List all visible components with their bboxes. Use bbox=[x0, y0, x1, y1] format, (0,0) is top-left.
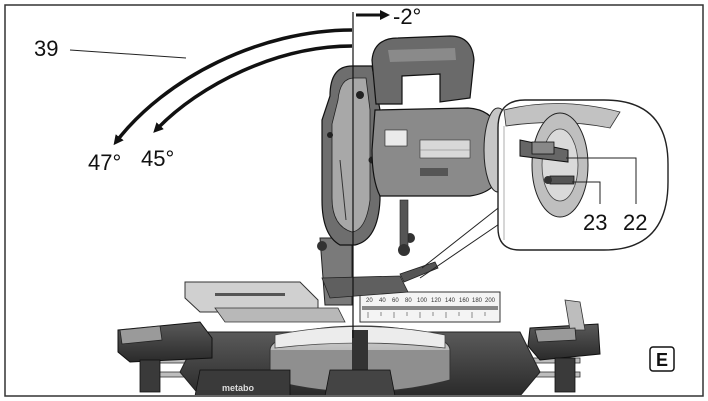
scale-tick-label: 100 bbox=[417, 298, 428, 304]
scale-tick-label: 80 bbox=[405, 298, 412, 304]
leader-22 bbox=[566, 157, 637, 204]
fence-scale: 20 40 60 80 100 120 140 160 180 200 bbox=[366, 298, 496, 318]
scale-tick-label: 20 bbox=[366, 298, 373, 304]
figure-label: E bbox=[656, 350, 668, 370]
right-fence bbox=[359, 291, 501, 323]
blade-guard bbox=[321, 65, 381, 246]
left-extension-support bbox=[117, 321, 213, 393]
scale-tick-label: 160 bbox=[459, 298, 470, 304]
callout-39: 39 bbox=[34, 36, 58, 61]
scale-tick-label: 60 bbox=[392, 298, 399, 304]
callout-23: 23 bbox=[583, 210, 607, 235]
angle-label-47: 47° bbox=[88, 150, 121, 175]
arc-arrow-45 bbox=[153, 44, 353, 133]
left-fence bbox=[184, 281, 346, 323]
scale-tick-label: 120 bbox=[431, 298, 442, 304]
saw-arm-column bbox=[317, 233, 439, 306]
callout-22: 22 bbox=[623, 210, 647, 235]
detail-inset bbox=[419, 99, 669, 279]
right-extension-support bbox=[527, 299, 601, 393]
brand-text: metabo bbox=[222, 383, 255, 393]
leader-23 bbox=[572, 181, 601, 204]
leader-39 bbox=[69, 49, 187, 59]
scale-tick-label: 40 bbox=[379, 298, 386, 304]
saw-handle bbox=[371, 35, 475, 105]
scale-tick-label: 140 bbox=[445, 298, 456, 304]
scale-tick-label: 200 bbox=[485, 298, 496, 304]
angle-label-minus-2: -2° bbox=[393, 4, 421, 29]
scale-tick-label: 180 bbox=[472, 298, 483, 304]
arc-arrow-47 bbox=[113, 28, 353, 146]
angle-label-45: 45° bbox=[141, 146, 174, 171]
figure-label-box bbox=[649, 346, 675, 372]
saw-base: metabo bbox=[149, 325, 581, 395]
